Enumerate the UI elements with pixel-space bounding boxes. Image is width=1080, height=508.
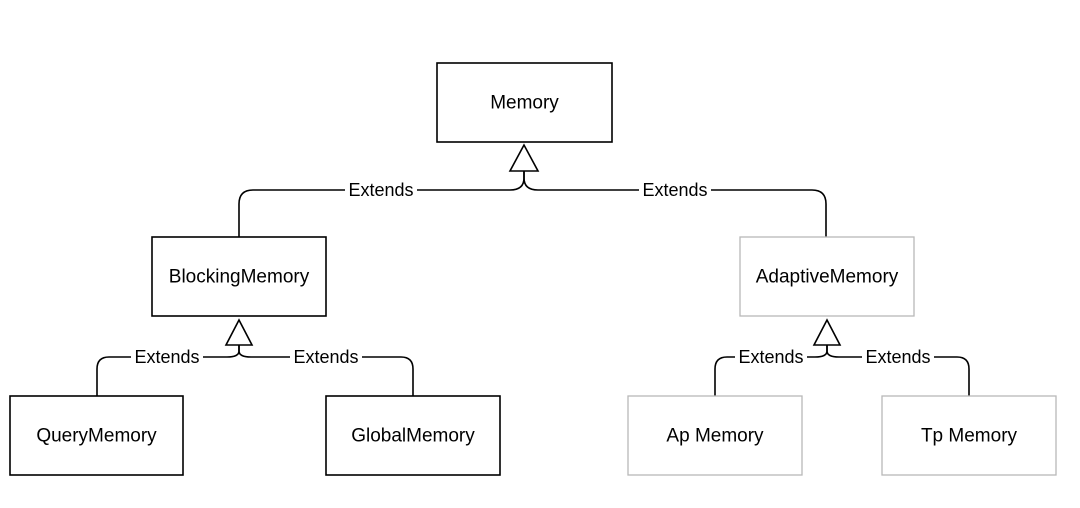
edge-label-background [639,179,711,201]
node-box [739,236,915,317]
edge-query-to-blocking: Extends [96,345,240,396]
node-query-memory[interactable]: QueryMemory [9,395,184,476]
edge-tp-to-adaptive: Extends [826,345,970,396]
edge-label: Extends [293,347,358,367]
node-blocking-memory[interactable]: BlockingMemory [151,236,327,317]
edge-label-background [345,179,417,201]
node-global-memory[interactable]: GlobalMemory [325,395,501,476]
node-memory[interactable]: Memory [436,62,613,143]
node-label: Tp Memory [921,426,1018,447]
edge-label-background [290,346,362,368]
node-box [9,395,184,476]
inheritance-arrow-icon [224,318,254,346]
inheritance-arrow-icon [508,143,540,172]
node-label: GlobalMemory [351,426,475,447]
edge-label: Extends [134,347,199,367]
node-box [436,62,613,143]
edge-label: Extends [865,347,930,367]
node-label: Ap Memory [666,426,764,447]
node-label: AdaptiveMemory [756,267,899,288]
node-adaptive-memory[interactable]: AdaptiveMemory [739,236,915,317]
node-label: Memory [490,93,559,114]
node-label: BlockingMemory [169,267,310,288]
edge-blocking-to-memory: Extends [238,171,525,237]
node-label: QueryMemory [36,426,157,447]
edge-label-background [735,346,807,368]
edge-label: Extends [348,180,413,200]
node-box [325,395,501,476]
edge-global-to-blocking: Extends [238,345,414,396]
edge-adaptive-to-memory: Extends [523,171,827,237]
edge-label-background [131,346,203,368]
edge-ap-to-adaptive: Extends [714,345,828,396]
edge-label: Extends [738,347,803,367]
edge-label: Extends [642,180,707,200]
node-tp-memory[interactable]: Tp Memory [881,395,1057,476]
node-box [881,395,1057,476]
edge-label-background [862,346,934,368]
node-box [151,236,327,317]
node-ap-memory[interactable]: Ap Memory [627,395,803,476]
inheritance-arrow-icon [812,318,842,346]
node-box [627,395,803,476]
